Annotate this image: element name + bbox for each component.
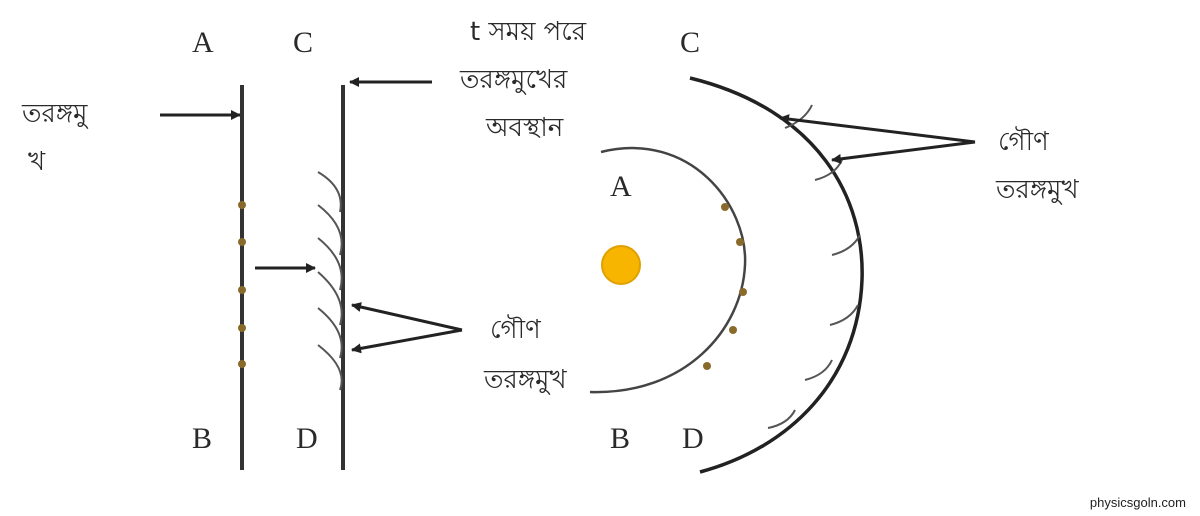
arrow-secondary-plane-2	[351, 328, 463, 354]
plane-secondary-wavelets	[317, 171, 343, 391]
annotation-secondary-sphere-2: তরঙ্গমুখ	[995, 175, 1079, 205]
point-source	[601, 245, 641, 285]
spherical-wavefront-ab	[589, 146, 747, 394]
label-plane-b: B	[192, 422, 212, 455]
sphere-secondary-wavelets	[767, 104, 861, 429]
label-sphere-a: A	[610, 170, 632, 203]
annotation-wavefront-2: খ	[28, 147, 46, 177]
arrow-secondary-sphere-1	[779, 114, 976, 144]
sphere-source-dots	[703, 203, 747, 370]
annotation-later-2: তরঙ্গমুখের	[459, 65, 568, 95]
label-sphere-c: C	[680, 26, 700, 59]
annotation-secondary-sphere-1: গৌণ	[998, 126, 1050, 157]
arrow-secondary-sphere-2	[831, 140, 976, 164]
annotation-later-1: t সময় পরে	[470, 17, 587, 47]
annotation-later-3: অবস্থান	[485, 113, 564, 143]
label-sphere-d: D	[682, 422, 704, 455]
arrow-secondary-plane-1	[351, 302, 463, 332]
label-plane-a: A	[192, 26, 214, 59]
site-credit: physicsgoln.com	[1089, 495, 1186, 510]
label-sphere-b: B	[610, 422, 630, 455]
spherical-wavefront-cd	[689, 76, 864, 474]
plane-source-dots	[238, 201, 246, 368]
annotation-wavefront-1: তরঙ্গমু	[21, 99, 89, 129]
annotation-secondary-plane-2: তরঙ্গমুখ	[483, 365, 567, 395]
label-plane-d: D	[296, 422, 318, 455]
annotation-secondary-plane-1: গৌণ	[490, 314, 542, 345]
label-plane-c: C	[293, 26, 313, 59]
